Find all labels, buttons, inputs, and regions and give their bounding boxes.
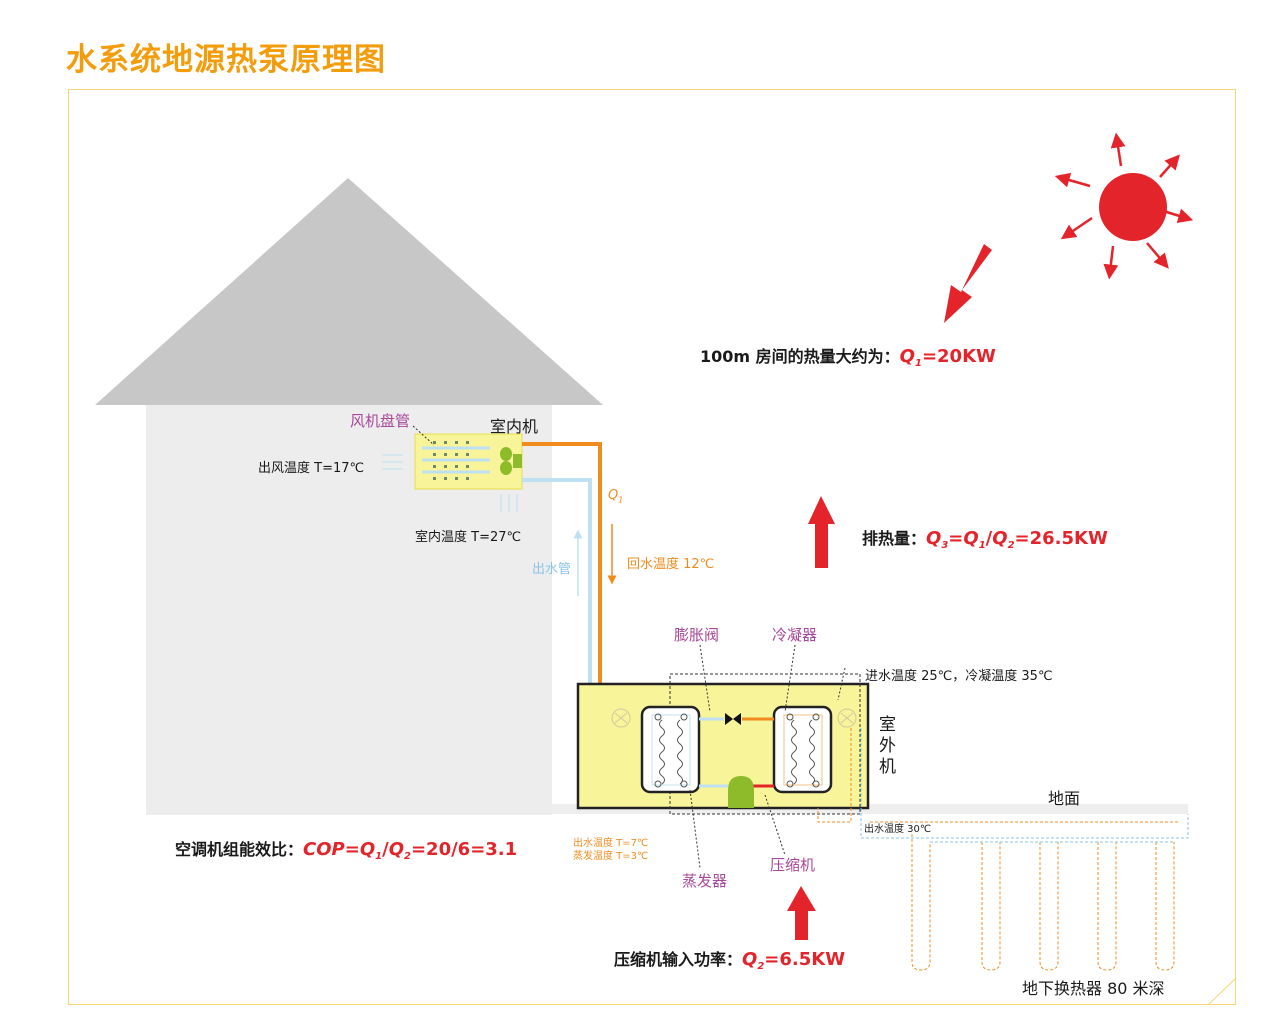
condenser-unit (772, 705, 833, 794)
ground-loop-blue (860, 728, 1189, 843)
compressor-power-formula: 压缩机输入功率：Q2=6.5KW (614, 949, 846, 973)
cop-symbol: Q (388, 839, 404, 860)
fan-coil-icon (422, 441, 490, 480)
evap-temp-labels: 出水温度 T=7℃ 蒸发温度 T=3℃ (573, 838, 649, 862)
sun-icon (1054, 132, 1194, 280)
pump-right-icon (837, 708, 857, 728)
ground-outlet-temp-label: 出水温度 30℃ (864, 824, 932, 835)
heat-rejection-symbol: Q (963, 528, 979, 549)
diagram-frame (68, 89, 1236, 1005)
cop-operator: / (382, 839, 389, 860)
underground-exchanger-label: 地下换热器 80 米深 (1022, 979, 1165, 998)
cop-operator: = (344, 839, 360, 860)
fan-coil-label: 风机盘管 (350, 412, 411, 430)
outlet-air-lines (382, 454, 403, 470)
heat-rejection-symbol: Q (926, 528, 942, 549)
frame-corner (1207, 977, 1237, 1006)
outlet-air-temp-label: 出风温度 T=17℃ (258, 461, 365, 476)
room-heat-formula: 100m 房间的热量大约为：Q1=20KW (700, 346, 996, 370)
indoor-unit-label: 室内机 (490, 417, 539, 436)
page-title: 水系统地源热泵原理图 (66, 42, 386, 78)
fan-coil-leader (412, 425, 435, 446)
expansion-valve-leader (699, 644, 711, 713)
cop-formula: 空调机组能效比：COP=Q1/Q2=20/6=3.1 (175, 839, 518, 863)
evaporator-unit (640, 705, 701, 794)
indoor-temp-label: 室内温度 T=27℃ (415, 530, 522, 545)
house-roof (95, 178, 603, 405)
inlet-condense-temp-label: 进水温度 25℃，冷凝温度 35℃ (865, 669, 1053, 684)
ground-line (552, 804, 1188, 814)
cop-subscript: 1 (375, 851, 383, 863)
outdoor-unit-label: 室 外 机 (879, 715, 896, 777)
condenser-coil-icon (791, 719, 797, 785)
compressor-label: 压缩机 (770, 856, 816, 874)
heat-rejection-operator: =26.5KW (1014, 528, 1108, 549)
pump-left-icon (611, 708, 631, 728)
heat-rejection-subscript: 3 (941, 540, 949, 552)
fan-icon (500, 447, 522, 475)
compressor-icon (728, 776, 754, 808)
inlet-temp-leader (837, 667, 846, 701)
cop-symbol: Q (359, 839, 376, 860)
compressor-power-arrow (787, 886, 816, 940)
heat-rejection-subscript: 2 (1007, 540, 1015, 552)
ground-label: 地面 (1048, 789, 1081, 808)
evaporator-coil-icon (659, 719, 665, 785)
heat-rejection-operator: / (985, 528, 993, 549)
solar-heat-arrow (944, 244, 992, 323)
heat-rejection-arrow (808, 496, 835, 568)
compressor-leader (764, 794, 786, 856)
expansion-valve-icon (725, 713, 741, 725)
condenser-label: 冷凝器 (772, 626, 818, 644)
evaporator-leader (689, 789, 701, 869)
condenser-leader (784, 644, 796, 713)
heat-rejection-subscript: 1 (978, 540, 986, 552)
evaporator-label: 蒸发器 (682, 872, 728, 890)
ground-loop-orange (817, 728, 1180, 971)
heat-rejection-operator: = (948, 528, 964, 549)
indoor-air-lines (500, 494, 518, 512)
cop-symbol: COP (303, 839, 345, 860)
outlet-pipe-label: 出水管 (532, 562, 572, 577)
heat-rejection-symbol: Q (992, 528, 1008, 549)
expansion-valve-label: 膨胀阀 (674, 626, 720, 644)
heat-rejection-formula: 排热量：Q3=Q1/Q2=26.5KW (862, 528, 1108, 552)
q1-pipe-label: Q1 (608, 488, 624, 505)
cop-subscript: 2 (404, 851, 411, 863)
return-temp-label: 回水温度 12℃ (627, 557, 715, 572)
cop-operator: =20/6=3.1 (410, 839, 518, 860)
